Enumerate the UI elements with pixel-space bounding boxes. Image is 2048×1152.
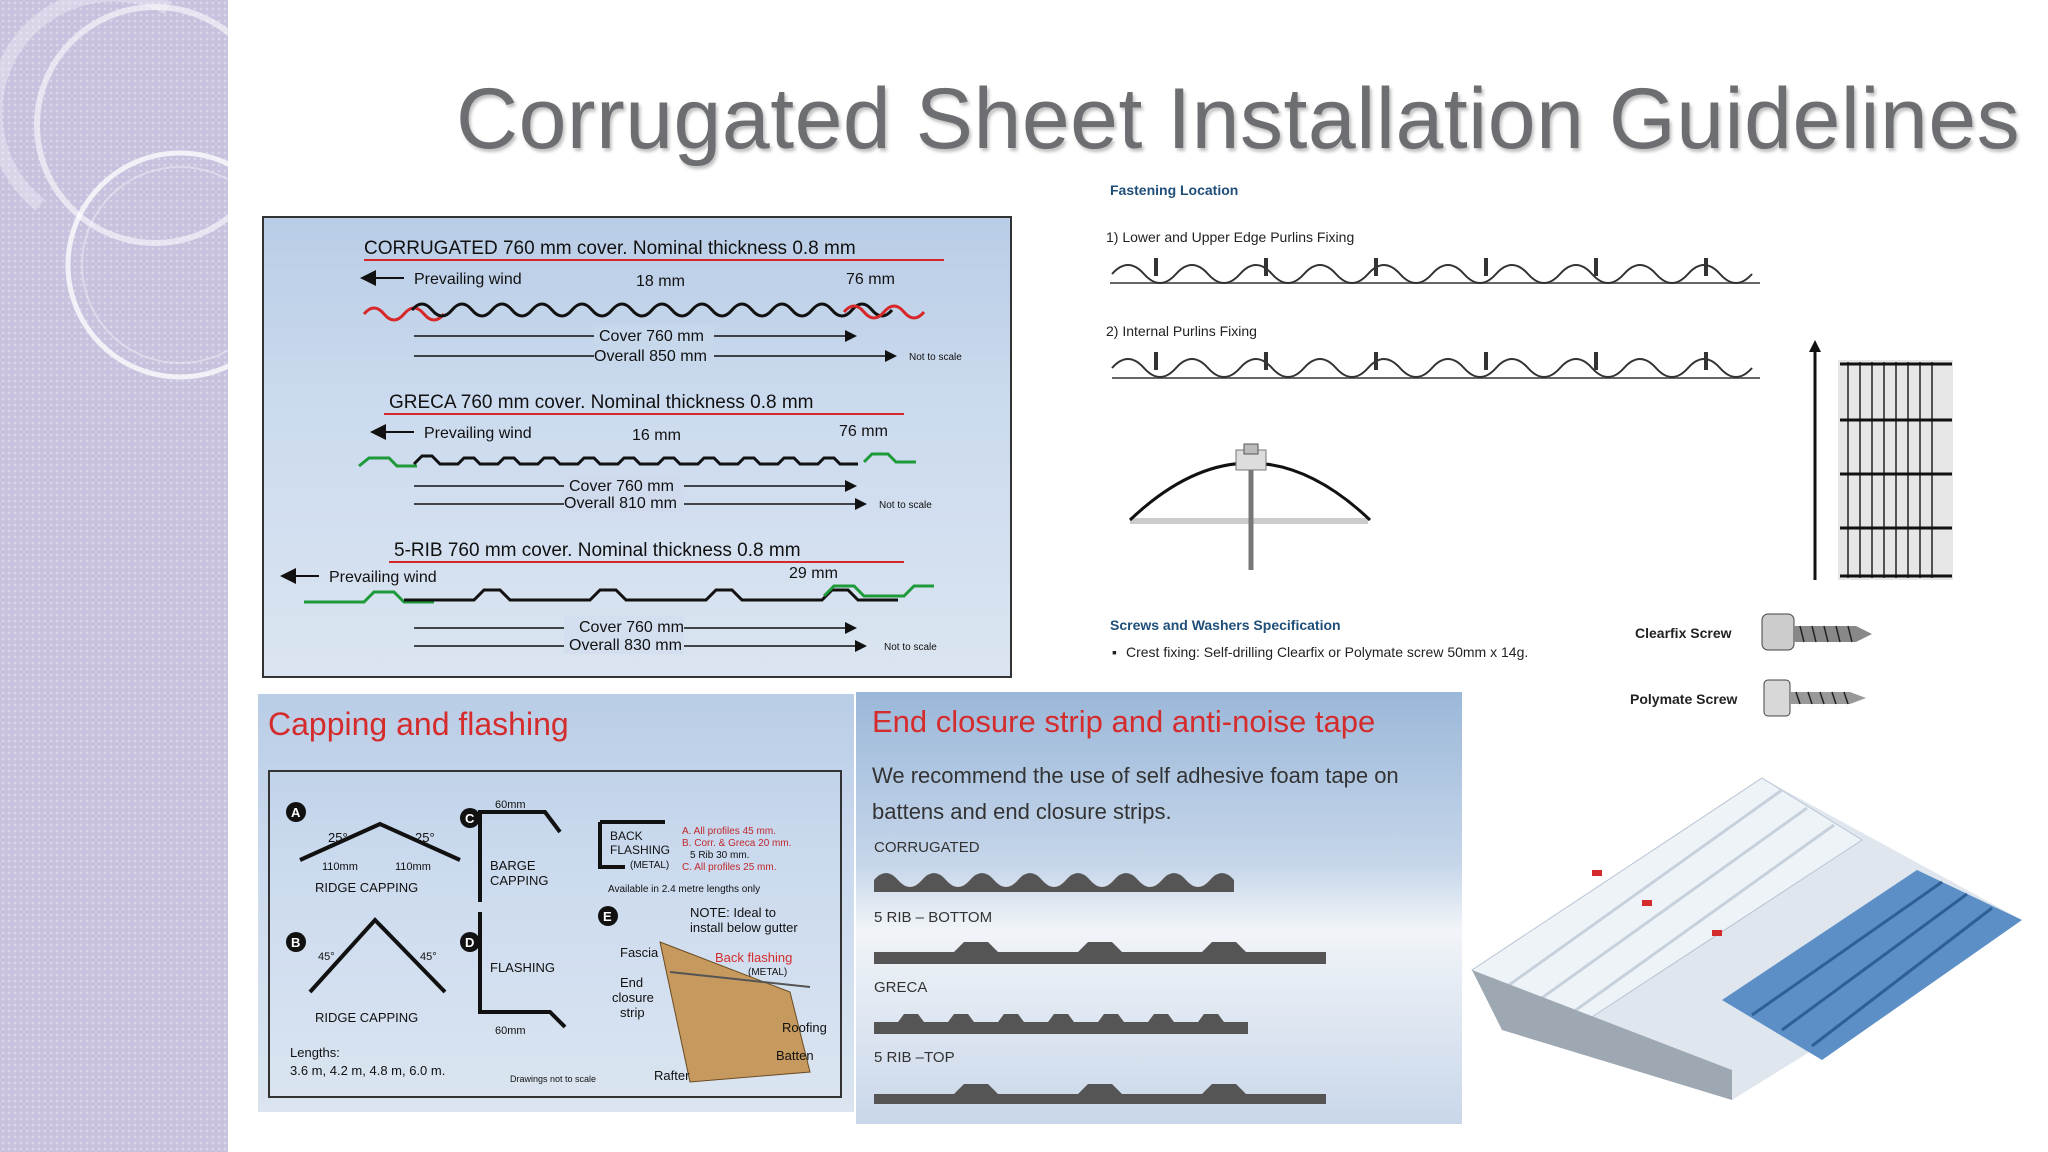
svg-text:C: C [465,811,475,826]
strips-drawing: CORRUGATED 5 RIB – BOTTOM GRECA 5 RIB –T… [874,839,1326,1104]
svg-text:(METAL): (METAL) [630,860,669,871]
svg-text:45°: 45° [318,951,335,963]
prevailing-wind-2: Prevailing wind [424,425,532,442]
bullet-glyph: ▪ [1112,644,1117,660]
svg-text:Lengths:: Lengths: [290,1045,340,1060]
svg-text:install below gutter: install below gutter [690,920,798,935]
fastening-heading: Fastening Location [1110,182,1238,198]
svg-text:A. All profiles 45 mm.: A. All profiles 45 mm. [682,826,776,837]
svg-text:FLASHING: FLASHING [610,843,670,857]
overall-850: Overall 850 mm [594,348,707,365]
svg-text:Back flashing: Back flashing [715,950,792,965]
strip-label-greca: GRECA [874,979,927,996]
cover-760-3: Cover 760 mm [579,619,684,636]
roof-3d-illustration [1471,777,2022,1100]
polymate-label: Polymate Screw [1630,691,1737,707]
svg-text:closure: closure [612,990,654,1005]
clearfix-screw-icon [1761,613,1872,651]
barge-line1: BARGE [490,858,536,873]
dim-18mm: 18 mm [636,273,685,290]
svg-text:E: E [603,909,612,924]
sheet-profiles-diagram: CORRUGATED 760 mm cover. Nominal thickne… [262,216,1012,678]
end-closure-panel: End closure strip and anti-noise tape We… [856,692,1462,1124]
end-closure-description: We recommend the use of self adhesive fo… [872,763,1399,824]
fastening-item-2: 2) Internal Purlins Fixing [1106,323,1257,339]
dim-16mm: 16 mm [632,427,681,444]
svg-text:110mm: 110mm [322,861,358,873]
overall-830: Overall 830 mm [569,637,682,654]
svg-text:B. Corr. & Greca 20 mm.: B. Corr. & Greca 20 mm. [682,838,791,849]
svg-text:60mm: 60mm [495,1025,526,1037]
prevailing-wind-3: Prevailing wind [329,569,437,586]
fastening-drawing: Fastening Location 1) Lower and Upper Ed… [1106,182,1953,717]
strip-label-5rib-top: 5 RIB –TOP [874,1049,955,1066]
svg-text:A: A [291,805,301,820]
svg-text:110mm: 110mm [395,861,431,873]
fastening-item-1: 1) Lower and Upper Edge Purlins Fixing [1106,229,1354,245]
barge-line2: CAPPING [490,873,549,888]
screws-heading: Screws and Washers Specification [1110,617,1341,633]
svg-text:60mm: 60mm [495,799,526,811]
svg-text:NOTE: Ideal to: NOTE: Ideal to [690,905,776,920]
svg-text:Fascia: Fascia [620,945,659,960]
svg-text:45°: 45° [420,951,437,963]
svg-text:FLASHING: FLASHING [490,960,555,975]
svg-text:(METAL): (METAL) [748,967,787,978]
svg-text:RIDGE CAPPING: RIDGE CAPPING [315,880,418,895]
strip-label-5rib-bottom: 5 RIB – BOTTOM [874,909,992,926]
crest-fixing-text: Crest fixing: Self-drilling Clearfix or … [1126,644,1528,660]
svg-text:Rafter: Rafter [654,1068,690,1083]
svg-text:End: End [620,975,643,990]
slide-title: Corrugated Sheet Installation Guidelines [456,71,2021,167]
svg-text:Available in 2.4 metre lengths: Available in 2.4 metre lengths only [608,884,760,895]
svg-text:BACK: BACK [610,829,643,843]
dim-76mm-2: 76 mm [839,423,888,440]
not-to-scale-2: Not to scale [879,500,932,511]
svg-text:strip: strip [620,1005,645,1020]
fastening-diagram: Fastening Location 1) Lower and Upper Ed… [1100,170,2000,730]
profile-heading-greca: GRECA 760 mm cover. Nominal thickness 0.… [389,392,813,413]
cover-760-2: Cover 760 mm [569,478,674,495]
not-to-scale-1: Not to scale [909,352,962,363]
svg-text:D: D [465,935,474,950]
svg-text:B: B [291,935,300,950]
prevailing-wind-1: Prevailing wind [414,271,522,288]
dim-29mm: 29 mm [789,565,838,582]
capping-title: Capping and flashing [268,706,569,742]
svg-text:Roofing: Roofing [782,1020,827,1035]
profiles-drawing: CORRUGATED 760 mm cover. Nominal thickne… [280,238,962,654]
svg-text:3.6 m, 4.2 m, 4.8 m, 6.0 m.: 3.6 m, 4.2 m, 4.8 m, 6.0 m. [290,1063,445,1078]
end-closure-title: End closure strip and anti-noise tape [872,704,1376,739]
clearfix-label: Clearfix Screw [1635,625,1732,641]
svg-text:RIDGE CAPPING: RIDGE CAPPING [315,1010,418,1025]
polymate-screw-icon [1763,679,1866,717]
profile-heading-5rib: 5-RIB 760 mm cover. Nominal thickness 0.… [394,540,801,561]
cover-760-1: Cover 760 mm [599,328,704,345]
svg-text:Drawings not to scale: Drawings not to scale [510,1074,596,1084]
overall-810: Overall 810 mm [564,495,677,512]
dim-76mm-1: 76 mm [846,271,895,288]
svg-text:5 Rib 30 mm.: 5 Rib 30 mm. [690,850,749,861]
decorative-circles [0,0,240,380]
decorative-side-band [0,0,228,1152]
not-to-scale-3: Not to scale [884,642,937,653]
profile-heading-corrugated: CORRUGATED 760 mm cover. Nominal thickne… [364,238,856,259]
svg-text:Batten: Batten [776,1048,814,1063]
strip-label-corrugated: CORRUGATED [874,839,980,856]
svg-text:C. All profiles 25 mm.: C. All profiles 25 mm. [682,862,776,873]
